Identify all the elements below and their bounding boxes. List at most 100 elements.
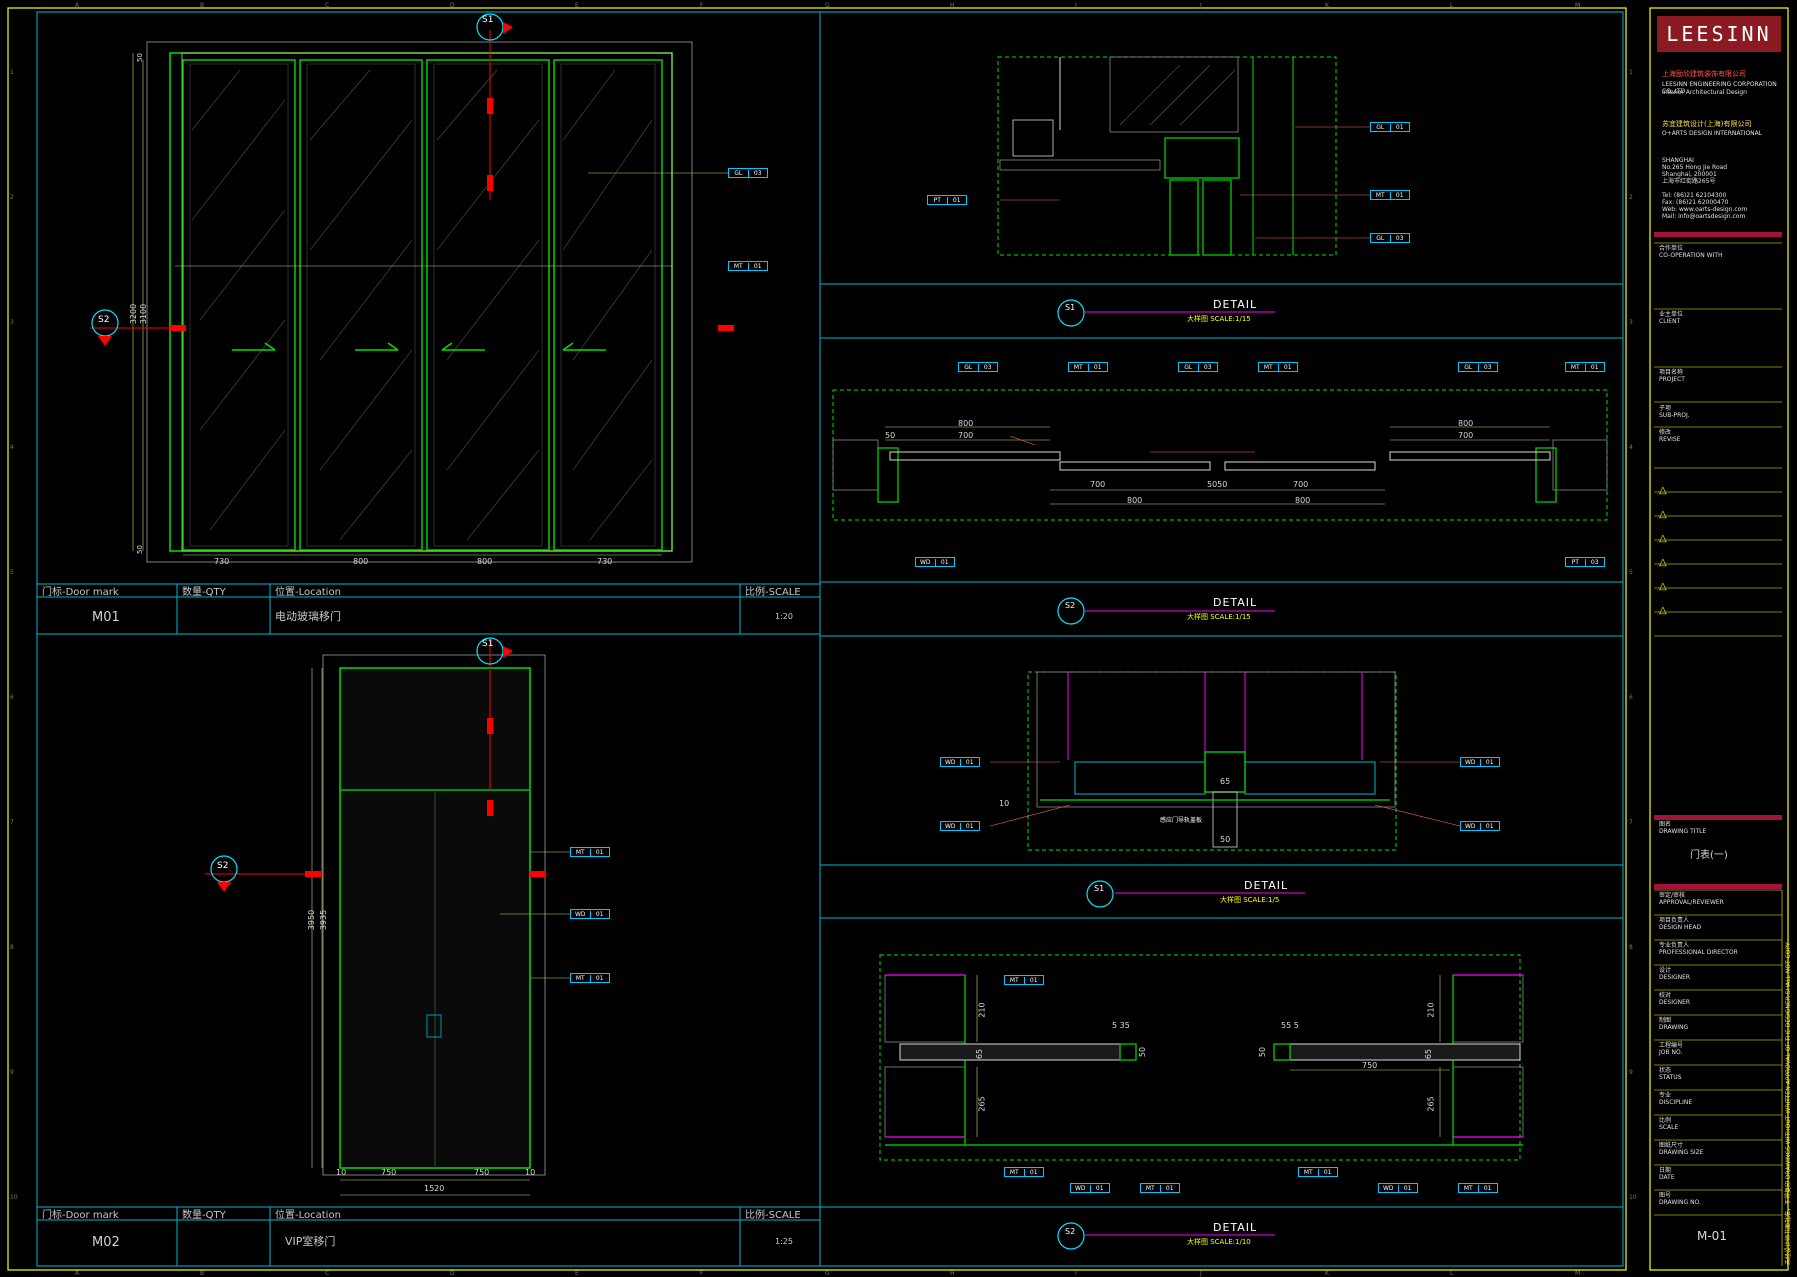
m01-dim-4: 730	[597, 557, 613, 566]
signature-field-en: PROFESSIONAL DIRECTOR	[1659, 948, 1738, 956]
detail-2-id: S2	[1065, 601, 1076, 610]
signature-field-en: SCALE	[1659, 1123, 1679, 1131]
contact-line: Web: www.oarts-design.com	[1662, 205, 1748, 213]
m01-top-dim: 50	[135, 53, 144, 62]
d2-tag-3-code: MT	[1263, 363, 1273, 371]
grid-col-bottom-G: G	[825, 1270, 830, 1277]
revision-triangle-icon: △	[1659, 485, 1667, 496]
grid-row-right-6: 6	[1629, 694, 1633, 701]
contact-line: Mail: info@oartsdesign.com	[1662, 212, 1746, 220]
grid-row-right-5: 5	[1629, 569, 1633, 576]
grid-col-top-D: D	[450, 2, 455, 9]
m01-section-s2-marker: S2	[98, 315, 110, 325]
signature-field-en: DRAWING SIZE	[1659, 1148, 1704, 1156]
signature-field-cn: 制图	[1659, 1017, 1672, 1024]
schedule-header-qty: 数量-QTY	[182, 587, 226, 598]
m01-height-dim-inner: 3100	[139, 303, 149, 325]
grid-col-bottom-D: D	[450, 1270, 455, 1277]
m01-dim-3: 800	[477, 557, 493, 566]
d4-dim-555: 55 5	[1281, 1021, 1299, 1030]
signature-field-cn: 专业	[1659, 1092, 1672, 1099]
d2-dim-800-b: 800	[1295, 496, 1311, 505]
m02-height-dim-inner: 3935	[319, 909, 329, 931]
signature-field-cn: 校对	[1659, 992, 1672, 999]
detail-1-title: DETAIL	[1213, 298, 1258, 311]
detail-4-scale: 大样图 SCALE:1/10	[1187, 1238, 1251, 1246]
d3-dim-50: 50	[1220, 835, 1231, 844]
grid-col-bottom-F: F	[700, 1270, 704, 1277]
signature-field-en: DATE	[1659, 1173, 1675, 1181]
grid-row-right-2: 2	[1629, 194, 1633, 201]
d4-tag-0-code: MT	[1009, 1168, 1019, 1176]
d2-tag-4-code: GL	[1464, 363, 1473, 371]
d4-tag-3-num: 01	[1317, 1168, 1338, 1176]
title-field-en: REVISE	[1659, 435, 1681, 443]
address-line: Shanghai, 200001	[1662, 170, 1717, 178]
schedule-header-mark: 门标-Door mark	[42, 1210, 119, 1221]
m01-dim-2: 800	[353, 557, 369, 566]
grid-col-bottom-K: K	[1325, 1270, 1329, 1277]
signature-field-cn: 日期	[1659, 1167, 1672, 1174]
title-field-cn: 子项	[1659, 405, 1672, 412]
grid-row-left-6: 6	[10, 694, 14, 701]
grid-col-top-H: H	[950, 2, 955, 9]
title-field-en: SUB-PROJ.	[1659, 411, 1690, 419]
title-field-en: CLIENT	[1659, 317, 1681, 325]
d2-tag-0-num: 03	[977, 363, 998, 371]
detail-4-title: DETAIL	[1213, 1221, 1258, 1234]
d2-tag-5-code: MT	[1570, 363, 1580, 371]
signature-field-en: APPROVAL/REVIEWER	[1659, 898, 1724, 906]
d2-dim-700-left: 700	[958, 431, 974, 440]
m01-height-dim: 3200	[129, 303, 139, 325]
grid-row-right-9: 9	[1629, 1069, 1633, 1076]
d4-dim-535: 5 35	[1112, 1021, 1130, 1030]
d4-dim-750: 750	[1362, 1061, 1378, 1070]
grid-col-bottom-J: J	[1200, 1270, 1202, 1277]
signature-field-en: DRAWING NO.	[1659, 1198, 1701, 1206]
grid-col-bottom-M: M	[1575, 1270, 1581, 1277]
signature-field-cn: 项目负责人	[1659, 917, 1690, 924]
d2-dim-700-b: 700	[1293, 480, 1309, 489]
grid-row-left-7: 7	[10, 819, 14, 826]
signature-field-en: JOB NO.	[1659, 1048, 1683, 1056]
grid-col-top-B: B	[200, 2, 205, 9]
detail-3-title: DETAIL	[1244, 879, 1289, 892]
d4-tag-0-num: 01	[1023, 1168, 1044, 1176]
affiliate-name-cn: 苏宜建筑设计(上海)有限公司	[1662, 120, 1752, 128]
affiliate-name-en: O+ARTS DESIGN INTERNATIONAL	[1662, 130, 1763, 137]
grid-col-bottom-A: A	[75, 1270, 80, 1277]
d2-tag-3: MT 01	[1258, 362, 1298, 372]
d2-tag-3-num: 01	[1277, 363, 1298, 371]
d2-dim-50: 50	[885, 431, 896, 440]
d2-tag-1-num: 01	[1087, 363, 1108, 371]
address-line: No.265 Hong Jie Road	[1662, 163, 1728, 171]
d2-dim-700-right: 700	[1458, 431, 1474, 440]
detail-1-scale: 大样图 SCALE:1/15	[1187, 315, 1251, 323]
grid-col-top-K: K	[1325, 2, 1329, 9]
grid-row-right-4: 4	[1629, 444, 1633, 451]
